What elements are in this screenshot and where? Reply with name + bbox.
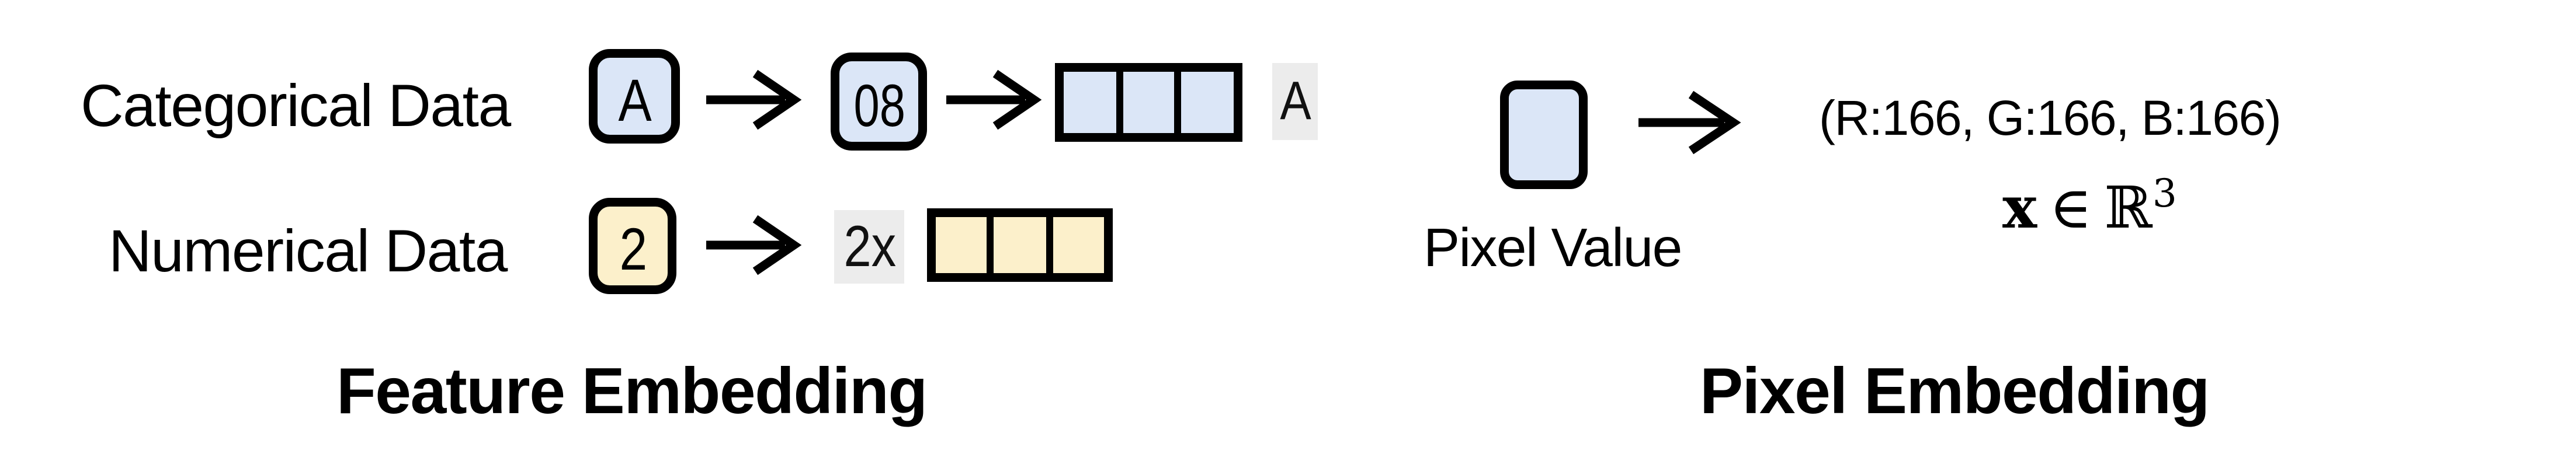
arrow-right-icon <box>1638 90 1741 155</box>
categorical-raw-box: A <box>589 49 680 144</box>
vector-cell <box>936 217 994 273</box>
vector-cell <box>1052 217 1104 273</box>
numerical-raw-value: 2 <box>619 217 647 284</box>
pixel-vector-formula: x∈ℝ3 <box>1910 176 2269 240</box>
categorical-data-label: Categorical Data <box>81 74 511 140</box>
categorical-vector-tag-text: A <box>1279 70 1311 131</box>
categorical-token-box: 08 <box>831 53 927 151</box>
categorical-vector-tag: A <box>1272 63 1318 140</box>
numerical-multiplier-text: 2x <box>843 214 895 278</box>
numerical-raw-box: 2 <box>589 198 676 294</box>
categorical-token-id: 08 <box>853 72 905 139</box>
feature-embedding-caption: Feature Embedding <box>336 355 928 427</box>
rgb-value-text: (R:166, G:166, B:166) <box>1819 91 2282 145</box>
categorical-raw-value: A <box>617 67 651 134</box>
numerical-multiplier-chip: 2x <box>834 210 904 284</box>
formula-dimension: 3 <box>2152 173 2177 217</box>
vector-cell <box>1123 72 1182 133</box>
pixel-value-label: Pixel Value <box>1424 217 1682 278</box>
arrow-right-icon <box>706 215 802 275</box>
arrow-right-icon <box>706 69 802 130</box>
pixel-value-box <box>1500 81 1588 189</box>
numerical-data-label: Numerical Data <box>109 219 508 285</box>
numerical-embedding-vector <box>927 208 1113 282</box>
categorical-embedding-vector <box>1055 63 1242 142</box>
vector-cell <box>1182 72 1234 133</box>
formula-vector-symbol: x <box>2002 173 2037 242</box>
arrow-right-icon <box>946 69 1042 130</box>
pixel-embedding-caption: Pixel Embedding <box>1700 355 2210 427</box>
real-set-symbol: ℝ <box>2104 173 2153 242</box>
element-of-symbol: ∈ <box>2049 173 2092 242</box>
vector-cell <box>994 217 1053 273</box>
vector-cell <box>1064 72 1123 133</box>
